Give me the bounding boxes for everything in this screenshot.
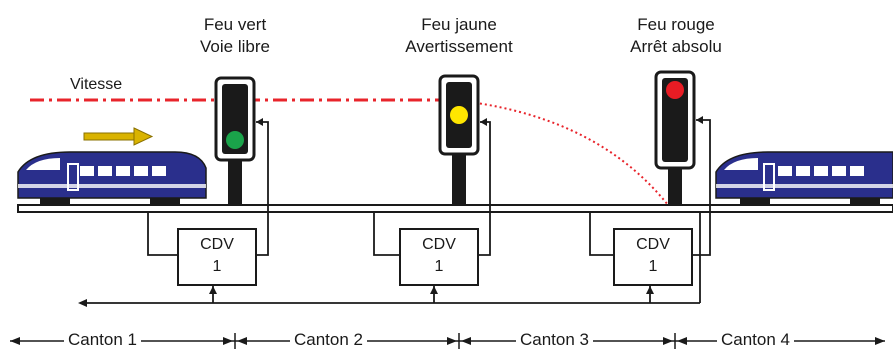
signal-post-red bbox=[668, 165, 682, 206]
wiring-arrowheads bbox=[78, 116, 703, 307]
canton-label: Canton 2 bbox=[290, 330, 367, 350]
signal-post-yellow bbox=[452, 150, 466, 206]
cdv-wiring bbox=[85, 119, 711, 304]
cdv-box: CDV 1 bbox=[399, 228, 479, 286]
signal-name: Feu rouge bbox=[637, 15, 715, 34]
cdv-title: CDV bbox=[422, 236, 456, 253]
cdv-box: CDV 1 bbox=[613, 228, 693, 286]
rail-track bbox=[17, 204, 893, 213]
canton-label: Canton 1 bbox=[64, 330, 141, 350]
signal-head-red bbox=[654, 70, 696, 170]
signal-label-yellow: Feu jaune Avertissement bbox=[389, 14, 529, 58]
cdv-number: 1 bbox=[434, 258, 444, 275]
signal-meaning: Avertissement bbox=[405, 37, 513, 56]
signal-head-green bbox=[214, 76, 256, 162]
cdv-number: 1 bbox=[212, 258, 222, 275]
signal-label-green: Feu vert Voie libre bbox=[180, 14, 290, 58]
signal-name: Feu vert bbox=[203, 15, 267, 34]
signal-label-red: Feu rouge Arrêt absolu bbox=[614, 14, 738, 58]
train-left bbox=[17, 151, 207, 205]
cdv-number: 1 bbox=[648, 258, 658, 275]
cdv-box: CDV 1 bbox=[177, 228, 257, 286]
canton-label: Canton 3 bbox=[516, 330, 593, 350]
signal-name: Feu jaune bbox=[421, 15, 497, 34]
speed-label: Vitesse bbox=[70, 76, 123, 93]
signal-head-yellow bbox=[438, 74, 480, 156]
signal-meaning: Voie libre bbox=[200, 37, 270, 56]
braking-curve bbox=[469, 101, 669, 206]
direction-arrow bbox=[83, 127, 154, 146]
train-right bbox=[715, 151, 893, 205]
canton-label: Canton 4 bbox=[717, 330, 794, 350]
cdv-title: CDV bbox=[200, 236, 234, 253]
cdv-title: CDV bbox=[636, 236, 670, 253]
signal-post-green bbox=[228, 158, 242, 206]
signal-meaning: Arrêt absolu bbox=[630, 37, 722, 56]
